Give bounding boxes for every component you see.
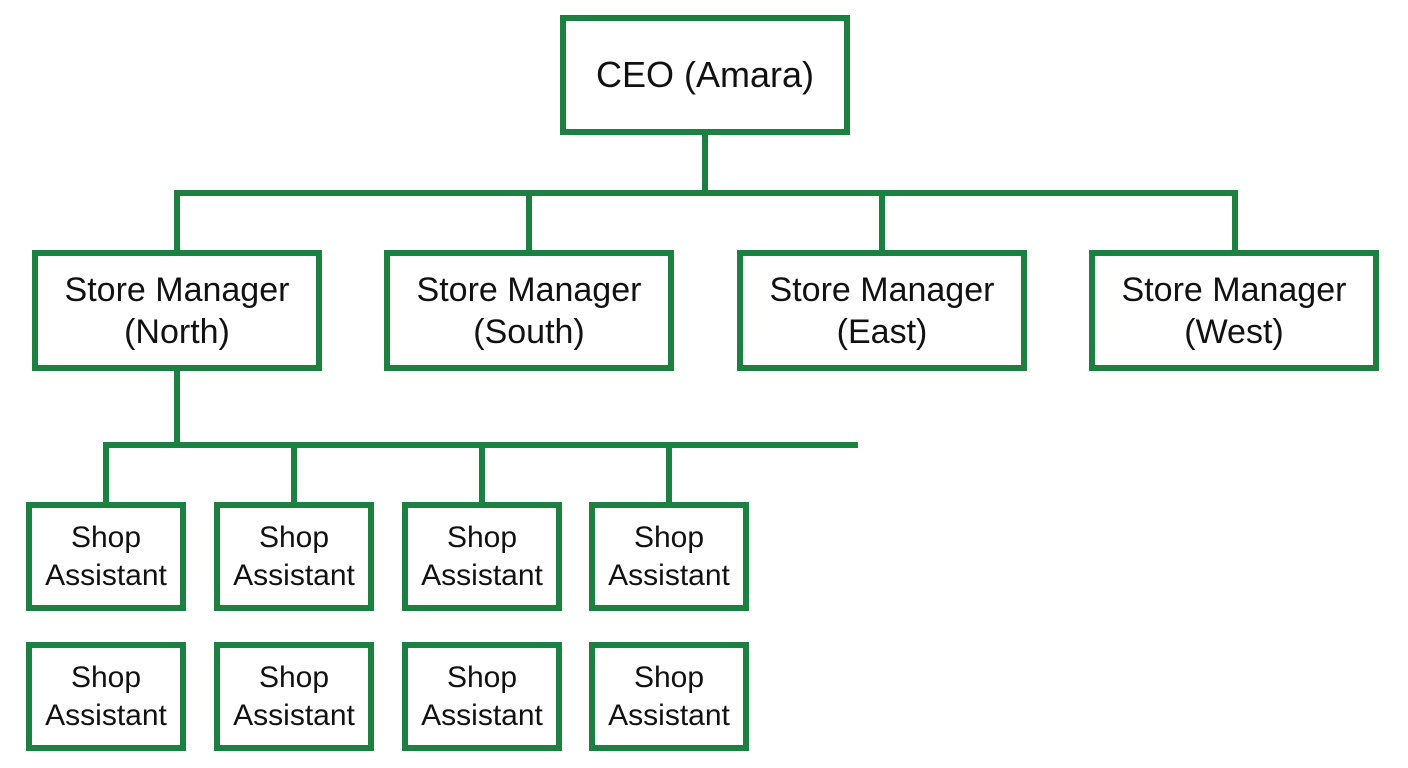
manager-south-box: Store Manager (South) [384, 250, 674, 371]
assistant-box: Shop Assistant [214, 642, 374, 751]
assistant-label: Shop Assistant [421, 520, 543, 592]
assistant-box: Shop Assistant [402, 502, 562, 611]
assistant-box: Shop Assistant [589, 502, 749, 611]
assistant-label: Shop Assistant [233, 660, 355, 732]
assistant-box: Shop Assistant [26, 502, 186, 611]
assistant-label: Shop Assistant [608, 520, 730, 592]
manager-north-box: Store Manager (North) [32, 250, 322, 371]
manager-south-label: Store Manager (South) [416, 270, 642, 351]
assistant-box: Shop Assistant [26, 642, 186, 751]
manager-west-label: Store Manager (West) [1121, 270, 1347, 351]
ceo-box: CEO (Amara) [560, 15, 850, 135]
manager-west-box: Store Manager (West) [1089, 250, 1379, 371]
assistant-label: Shop Assistant [421, 660, 543, 732]
assistant-box: Shop Assistant [589, 642, 749, 751]
assistant-label: Shop Assistant [45, 660, 167, 732]
manager-east-box: Store Manager (East) [737, 250, 1027, 371]
manager-east-label: Store Manager (East) [769, 270, 995, 351]
assistant-label: Shop Assistant [608, 660, 730, 732]
assistant-label: Shop Assistant [233, 520, 355, 592]
ceo-label: CEO (Amara) [595, 54, 815, 95]
manager-north-label: Store Manager (North) [64, 270, 290, 351]
assistant-box: Shop Assistant [214, 502, 374, 611]
assistant-label: Shop Assistant [45, 520, 167, 592]
assistant-box: Shop Assistant [402, 642, 562, 751]
